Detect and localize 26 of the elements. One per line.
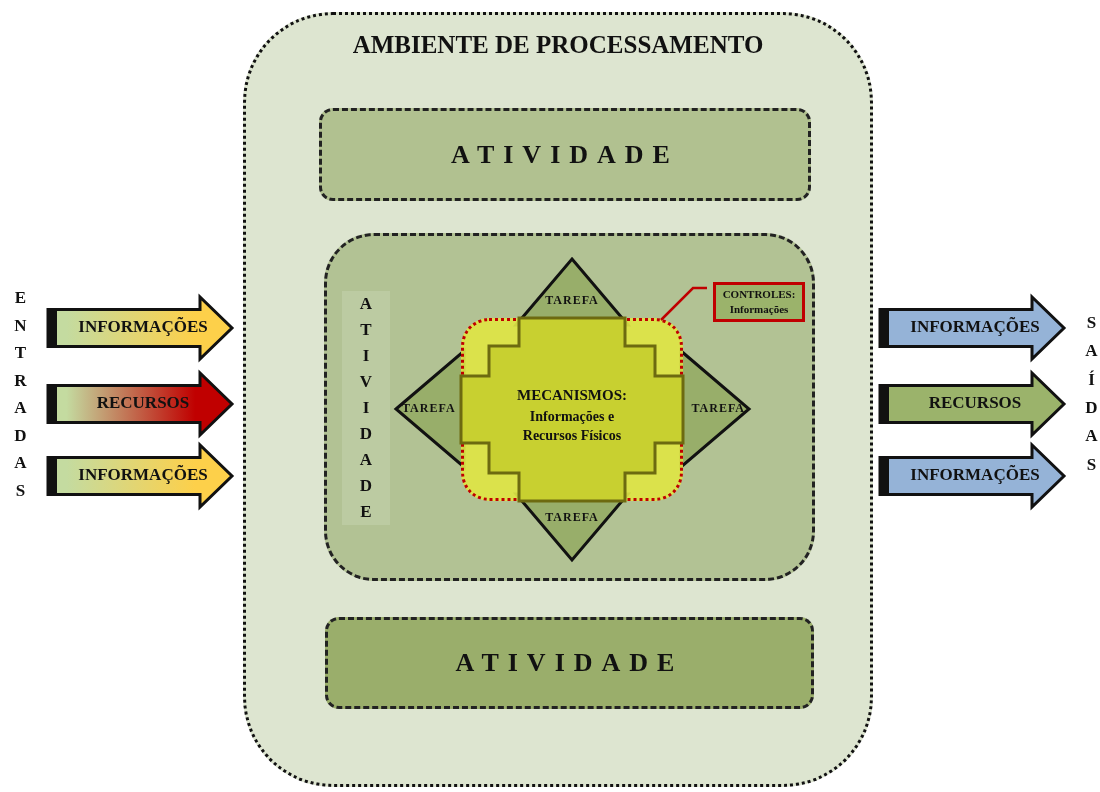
activity-box <box>325 617 814 709</box>
arrow-label: INFORMAÇÕES <box>77 317 209 337</box>
leader-line <box>660 286 707 321</box>
task-label: TAREFA <box>691 401 745 416</box>
panel-title: AMBIENTE DE PROCESSAMENTO <box>351 31 765 59</box>
task-label: TAREFA <box>402 401 456 416</box>
arrow-label: INFORMAÇÕES <box>909 317 1041 337</box>
controls-text: Informações <box>728 303 790 315</box>
mechanism-text: Informações e Recursos Físicos <box>521 408 623 445</box>
activity-label: ATIVIDADE <box>455 648 684 678</box>
arrow-label: RECURSOS <box>95 393 191 413</box>
controls-heading: CONTROLES: <box>721 288 797 300</box>
activity-panel <box>324 233 815 581</box>
vertical-label: SAÍDAS <box>1081 313 1100 483</box>
task-label: TAREFA <box>544 293 600 308</box>
arrow-label: RECURSOS <box>927 393 1023 413</box>
activity-label: ATIVIDADE <box>451 139 679 170</box>
arrow-label: INFORMAÇÕES <box>909 465 1041 485</box>
vertical-activity-label: ATIVIDADE <box>342 291 390 525</box>
mechanism-heading: MECANISMOS: <box>516 387 628 404</box>
controls-box <box>713 282 805 322</box>
activity-box <box>319 108 811 201</box>
environment-panel <box>243 12 873 787</box>
vertical-label: ENTRADAS <box>10 288 30 508</box>
arrow-label: INFORMAÇÕES <box>77 465 209 485</box>
task-label: TAREFA <box>544 510 600 525</box>
